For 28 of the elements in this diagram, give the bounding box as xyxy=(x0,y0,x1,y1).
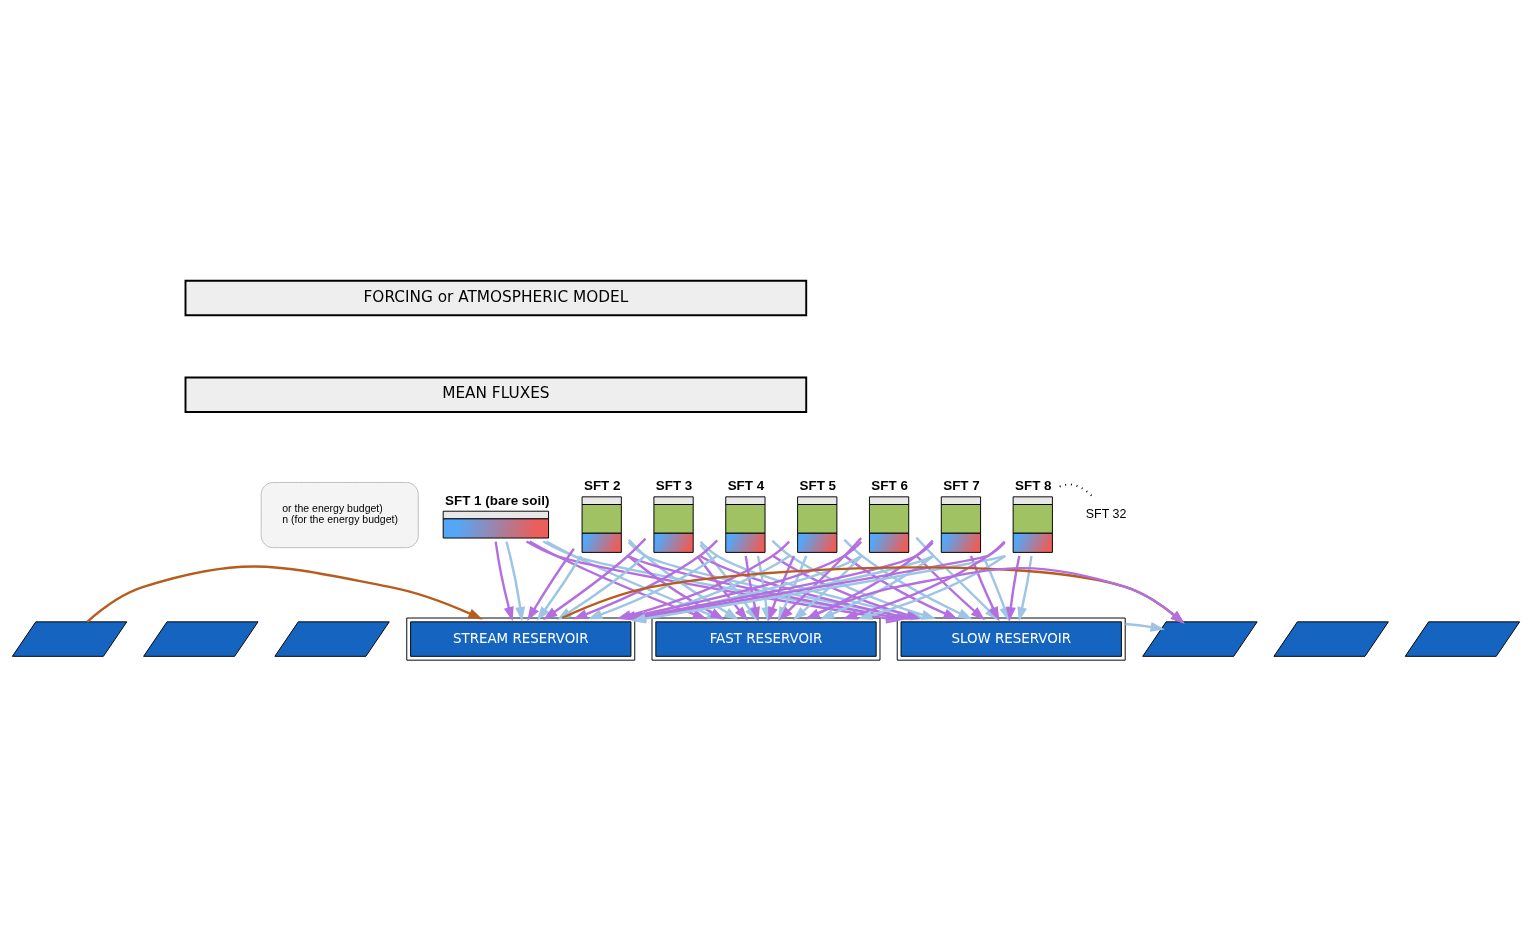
node-label: SFT 6 xyxy=(871,478,908,494)
arrow xyxy=(86,565,483,623)
node-parallelogram xyxy=(11,621,128,657)
arrow xyxy=(1017,555,1033,622)
node-label: SFT 7 xyxy=(943,478,980,494)
arrow xyxy=(1125,621,1165,632)
arrow xyxy=(915,554,985,621)
arrow xyxy=(505,541,526,622)
node-box: SLOW RESERVOIR xyxy=(896,617,1126,661)
node-label: SFT 2 xyxy=(583,478,621,494)
node-box: or the energy budget) n (for the energy budget) xyxy=(260,482,419,549)
node-label: SFT 1 (bare soil) xyxy=(445,492,550,508)
node-label: SFT 8 xyxy=(1015,478,1052,494)
node-parallelogram xyxy=(274,621,390,657)
node-label: SFT 5 xyxy=(799,478,837,494)
node-label: SFT 4 xyxy=(727,478,765,494)
node-box: FORCING or ATMOSPHERIC MODEL xyxy=(184,279,808,317)
node-box: STREAM RESERVOIR xyxy=(406,617,636,661)
connector xyxy=(1058,483,1095,499)
node-parallelogram xyxy=(1404,621,1521,657)
arrow xyxy=(1005,555,1021,622)
node-text: SFT 32 xyxy=(1085,507,1127,522)
node-box: MEAN FLUXES xyxy=(184,376,808,414)
node-parallelogram xyxy=(1273,621,1389,657)
arrow xyxy=(494,541,514,622)
node-label: SFT 3 xyxy=(655,478,693,494)
node-box: FAST RESERVOIR xyxy=(651,617,881,661)
node-parallelogram xyxy=(143,621,259,657)
